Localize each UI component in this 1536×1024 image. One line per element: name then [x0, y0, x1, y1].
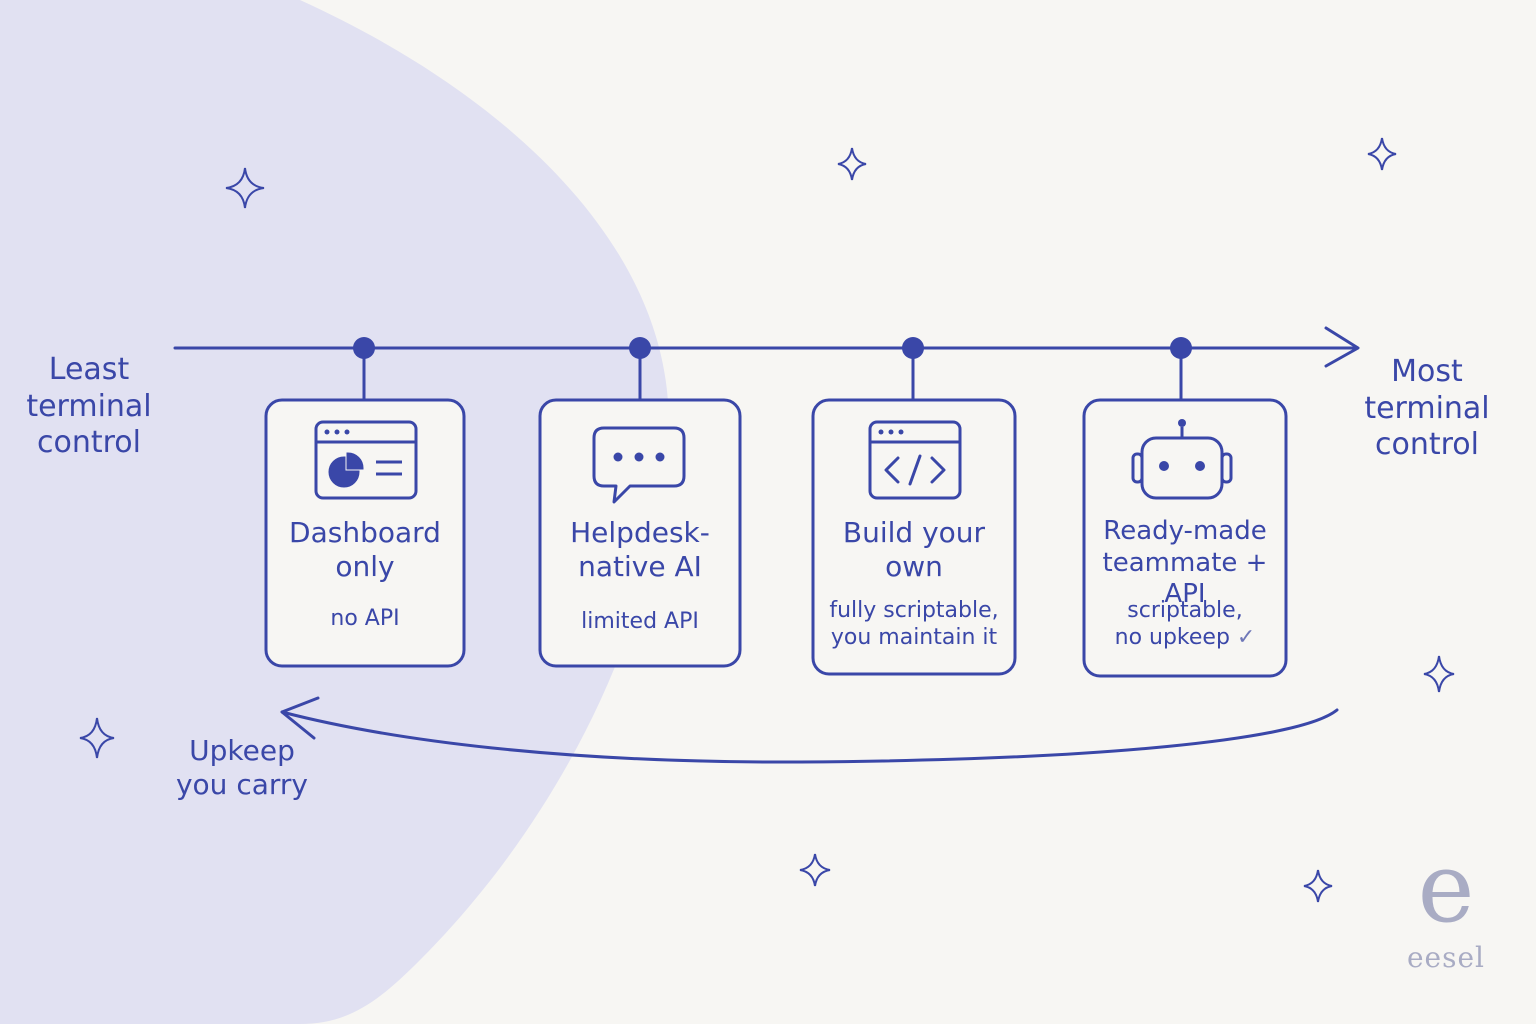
sparkle-icon — [1367, 137, 1397, 171]
most-control-label: Most terminal control — [1364, 354, 1490, 463]
option-title-build-own: Build your own — [842, 516, 986, 584]
checkmark-icon: ✓ — [1236, 624, 1256, 650]
option-card-build-own — [811, 398, 1017, 676]
upkeep-arrow-curve — [280, 708, 1339, 764]
eesel-logo-mark: e — [1417, 832, 1475, 944]
axis-node — [353, 337, 375, 359]
chat-bubble-icon — [592, 426, 686, 504]
axis-node — [629, 337, 651, 359]
sparkle-icon — [799, 853, 831, 887]
upkeep-label: Upkeep you carry — [175, 734, 308, 802]
code-window-icon — [868, 420, 962, 500]
sparkle-icon — [837, 147, 867, 181]
sparkle-icon — [1303, 869, 1333, 903]
sparkle-icon — [1423, 655, 1455, 693]
option-subtitle-build-own: fully scriptable, you maintain it — [829, 598, 999, 650]
sparkle-icon — [79, 717, 115, 759]
upkeep-arrowhead — [280, 696, 320, 740]
eesel-logo-wordmark: eesel — [1406, 941, 1486, 974]
control-axis-arrowhead — [1324, 326, 1360, 368]
dashboard-window-icon — [314, 420, 418, 500]
sparkle-icon — [225, 167, 265, 209]
option-title-dashboard: Dashboard only — [289, 516, 441, 584]
option-subtitle-dashboard: no API — [330, 606, 400, 631]
option-subtitle-ready-made: scriptable, no upkeep ✓ — [1087, 598, 1283, 652]
option-subtitle-ready-made-text: scriptable, no upkeep — [1114, 598, 1243, 650]
option-title-ready-made: Ready-made teammate + API — [1102, 516, 1268, 610]
option-title-helpdesk-ai: Helpdesk- native AI — [570, 516, 710, 584]
axis-node — [1170, 337, 1192, 359]
robot-icon — [1131, 419, 1233, 500]
option-subtitle-helpdesk-ai: limited API — [581, 609, 699, 634]
option-card-helpdesk-ai — [538, 398, 742, 668]
axis-node — [902, 337, 924, 359]
least-control-label: Least terminal control — [26, 352, 152, 461]
